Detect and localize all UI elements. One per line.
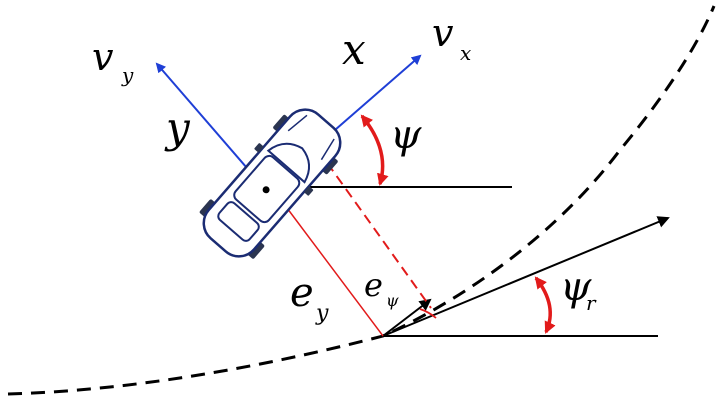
path-yaw-angle-arc xyxy=(534,276,556,334)
heading-error-angle-arc xyxy=(419,308,437,319)
heading-error-subscript: ψ xyxy=(386,291,399,310)
path-yaw-subscript: r xyxy=(586,291,597,315)
path-yaw-label: ψ xyxy=(560,264,592,310)
car-top-view-icon xyxy=(199,108,342,259)
lateral-error-arrow xyxy=(273,190,384,337)
reference-path-curve xyxy=(7,5,716,396)
path-tangent-arrow xyxy=(382,216,670,337)
vx-subscript: x xyxy=(460,41,471,65)
heading-error-label: e xyxy=(364,266,383,304)
x-axis-label: x xyxy=(342,25,366,74)
vy-label: v xyxy=(92,35,114,79)
lateral-error-label: e xyxy=(290,270,314,316)
yaw-angle-arc xyxy=(360,114,389,186)
y-axis-label: y xyxy=(164,103,191,152)
lateral-error-subscript: y xyxy=(315,301,329,326)
heading-error-arrow xyxy=(382,298,432,337)
lateral-error-dashed-line xyxy=(317,149,432,309)
yaw-angle-label: ψ xyxy=(390,112,422,158)
vx-label: v xyxy=(432,11,454,55)
vy-subscript: y xyxy=(121,63,134,87)
